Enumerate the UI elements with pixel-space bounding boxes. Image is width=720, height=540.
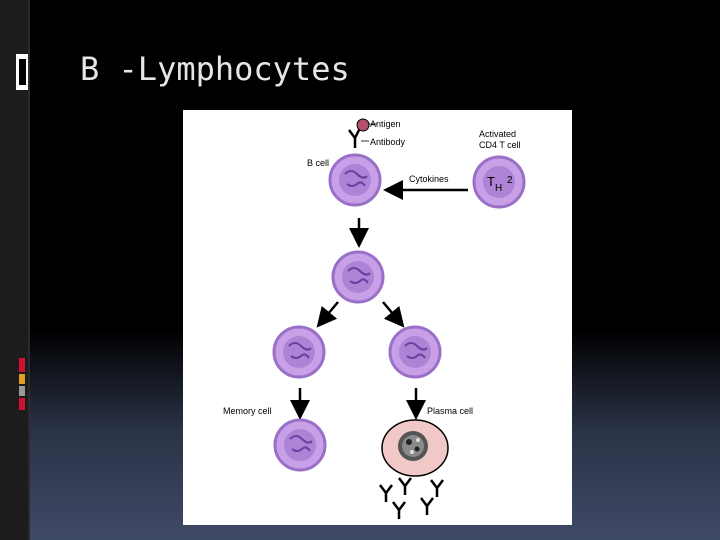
memory-cell-label: Memory cell	[223, 406, 272, 416]
th2-cell: T H 2	[472, 155, 526, 209]
cytokines-label: Cytokines	[409, 174, 449, 184]
b-cell-label: B cell	[307, 158, 329, 168]
arrow-left-diag	[316, 301, 339, 328]
daughter-cell-left	[272, 325, 326, 379]
th2-sup: 2	[507, 175, 513, 186]
th2-main: T	[487, 174, 495, 189]
secreted-antibodies-icon	[379, 477, 444, 519]
plasma-cell-label: Plasma cell	[427, 406, 473, 416]
plasma-cell	[381, 419, 449, 477]
accent-red-1	[19, 358, 25, 372]
daughter-cell-right	[388, 325, 442, 379]
title-marker-inner	[19, 59, 26, 85]
b-cell	[328, 153, 382, 207]
activated-label-line1: Activated	[479, 129, 516, 139]
antibody-icon	[348, 129, 361, 148]
accent-gray	[19, 386, 25, 396]
left-edge	[28, 0, 30, 540]
antigen-label: Antigen	[370, 119, 401, 129]
b-cell-diagram: Antigen Antibody B cell Activated CD4 T …	[183, 110, 572, 525]
accent-yellow	[19, 374, 25, 384]
accent-red-2	[19, 398, 25, 410]
memory-cell	[273, 418, 327, 472]
activated-label-line2: CD4 T cell	[479, 140, 521, 150]
left-strip	[0, 0, 28, 540]
antigen-icon	[356, 118, 370, 132]
antibody-label: Antibody	[370, 137, 406, 147]
slide-title: B -Lymphocytes	[80, 50, 350, 88]
arrow-right-diag	[382, 301, 405, 328]
th2-sub: H	[495, 183, 502, 194]
proliferating-b-cell	[331, 250, 385, 304]
